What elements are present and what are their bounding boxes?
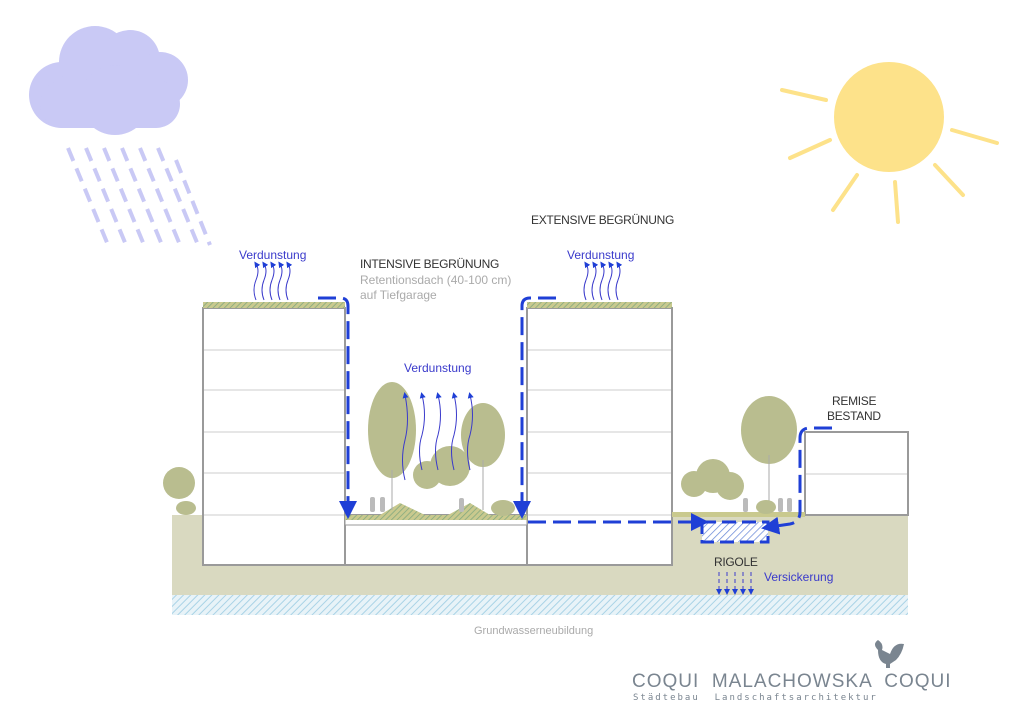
- remise-label: REMISE: [832, 394, 877, 408]
- remise-label-2: BESTAND: [827, 409, 881, 423]
- cloud-icon: [29, 26, 188, 135]
- people-icons: [370, 497, 792, 512]
- logo-subtitle: Städtebau Landschaftsarchitektur: [633, 693, 878, 703]
- extensive-green-roof-right: [527, 302, 672, 308]
- rigole-label: RIGOLE: [714, 555, 758, 569]
- intensive-greening-subtitle: Retentionsdach (40-100 cm): [360, 273, 512, 287]
- logo-name: COQUI MALACHOWSKA COQUI: [632, 671, 952, 692]
- rooster-logo-icon: [875, 640, 904, 668]
- groundwater-layer: [172, 595, 908, 615]
- intensive-green-roof: [345, 503, 527, 520]
- ground-planting: [672, 512, 805, 517]
- extensive-green-roof-left: [203, 302, 345, 308]
- evaporation-arrows: [253, 261, 623, 481]
- sun-icon: [780, 62, 999, 224]
- trees: [163, 382, 797, 516]
- intensive-greening-subtitle-2: auf Tiefgarage: [360, 288, 437, 302]
- floor-lines: [204, 349, 907, 516]
- groundwater-label: Grundwasserneubildung: [474, 625, 594, 637]
- rain-icon: [66, 147, 212, 246]
- evaporation-label-right: Verdunstung: [567, 248, 635, 262]
- rigole: [700, 520, 770, 544]
- evaporation-label-left: Verdunstung: [239, 248, 307, 262]
- extensive-greening-title: EXTENSIVE BEGRÜNUNG: [531, 213, 674, 227]
- evaporation-label-center: Verdunstung: [404, 361, 472, 375]
- intensive-greening-title: INTENSIVE BEGRÜNUNG: [360, 257, 499, 271]
- water-flow-arrows: [318, 296, 832, 535]
- infiltration-label: Versickerung: [764, 570, 834, 584]
- infiltration-arrows: [716, 572, 754, 595]
